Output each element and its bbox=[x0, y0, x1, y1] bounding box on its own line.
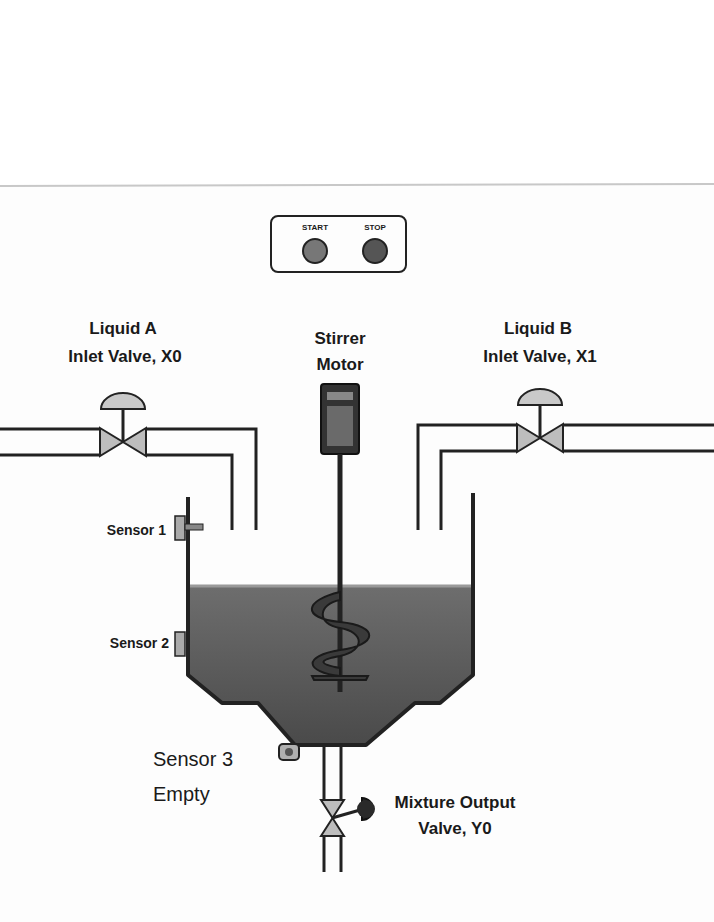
liquid-a-valve bbox=[100, 393, 146, 456]
paper-margin bbox=[0, 0, 714, 185]
button-label: START bbox=[302, 223, 328, 232]
liquid-mixture bbox=[189, 585, 472, 744]
button-label: STOP bbox=[364, 223, 386, 232]
part-label: Sensor 1 bbox=[56, 520, 166, 541]
tank-wall bbox=[188, 493, 473, 745]
auger-blade bbox=[312, 592, 369, 680]
part-label: Inlet Valve, X1 bbox=[465, 344, 615, 370]
liquid-b-valve bbox=[517, 389, 563, 452]
output-valve bbox=[321, 798, 375, 836]
empty-sensor bbox=[279, 744, 299, 760]
paper-edge bbox=[0, 184, 714, 186]
part-label: Liquid B bbox=[463, 316, 613, 342]
liquid-a-pipe bbox=[0, 429, 256, 530]
stirrer-motor bbox=[321, 384, 359, 692]
liquid-surface bbox=[189, 585, 472, 588]
part-label: Sensor 3 Empty bbox=[153, 742, 253, 812]
part-label: Inlet Valve, X0 bbox=[50, 344, 200, 370]
stop-button bbox=[363, 239, 387, 263]
start-button bbox=[303, 239, 327, 263]
button-panel: START STOP bbox=[270, 215, 407, 273]
part-label: Stirrer Motor bbox=[295, 326, 385, 377]
part-label: Mixture Output Valve, Y0 bbox=[380, 790, 530, 841]
part-label: Sensor 2 bbox=[59, 633, 169, 654]
part-label: Liquid A bbox=[48, 316, 198, 342]
level-sensor bbox=[175, 516, 203, 540]
liquid-b-pipe bbox=[418, 425, 714, 530]
level-sensor bbox=[175, 632, 185, 656]
